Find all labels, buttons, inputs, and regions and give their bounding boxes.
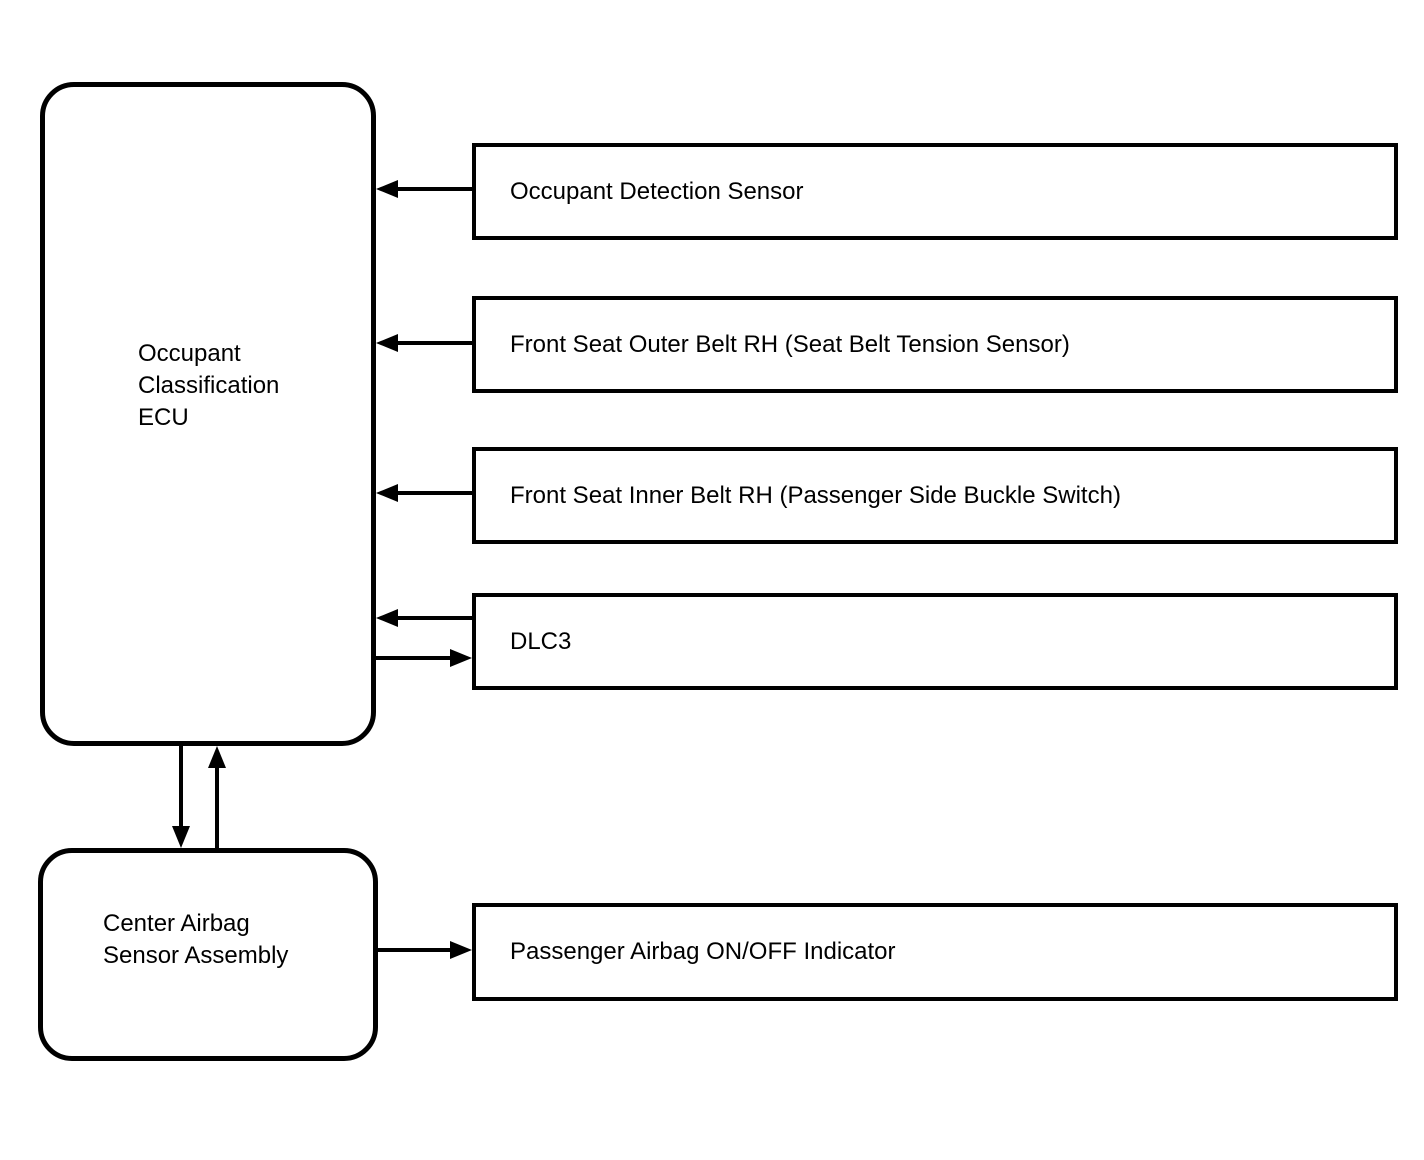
arrow-occupant-detection-sensor-to-ecu (376, 180, 472, 198)
arrow-dlc3-to-ecu (376, 609, 472, 627)
arrow-center-airbag-to-indicator (378, 941, 472, 959)
node-occupant-detection-sensor: Occupant Detection Sensor (472, 143, 1398, 240)
passenger-airbag-on-off-indicator-label: Passenger Airbag ON/OFF Indicator (510, 938, 896, 965)
center-airbag-sensor-assembly-label: Center Airbag Sensor Assembly (103, 908, 288, 972)
center-airbag-label-line-2: Sensor Assembly (103, 942, 289, 969)
node-occupant-classification-ecu: Occupant Classification ECU (40, 82, 376, 746)
node-center-airbag-sensor-assembly: Center Airbag Sensor Assembly (38, 848, 378, 1061)
dlc3-label: DLC3 (510, 627, 572, 655)
node-passenger-airbag-on-off-indicator: Passenger Airbag ON/OFF Indicator (472, 903, 1398, 1001)
front-seat-inner-belt-rh-label: Front Seat Inner Belt RH (Passenger Side… (510, 481, 1121, 509)
arrow-front-seat-inner-belt-rh-to-ecu (376, 484, 472, 502)
node-dlc3: DLC3 (472, 593, 1398, 690)
arrow-center-airbag-to-ecu (208, 746, 226, 848)
front-seat-outer-belt-rh-label: Front Seat Outer Belt RH (Seat Belt Tens… (510, 330, 1070, 358)
node-front-seat-outer-belt-rh: Front Seat Outer Belt RH (Seat Belt Tens… (472, 296, 1398, 393)
center-airbag-label-line-1: Center Airbag (103, 910, 250, 937)
occupant-detection-sensor-label: Occupant Detection Sensor (510, 177, 804, 205)
arrow-front-seat-outer-belt-rh-to-ecu (376, 334, 472, 352)
node-front-seat-inner-belt-rh: Front Seat Inner Belt RH (Passenger Side… (472, 447, 1398, 544)
ecu-label-line-3: ECU (138, 404, 189, 431)
ecu-label-line-2: Classification (138, 372, 280, 399)
occupant-classification-ecu-label: Occupant Classification ECU (138, 338, 279, 434)
arrow-ecu-to-dlc3 (376, 649, 472, 667)
ecu-label-line-1: Occupant (138, 340, 241, 367)
arrow-ecu-to-center-airbag (172, 746, 190, 848)
